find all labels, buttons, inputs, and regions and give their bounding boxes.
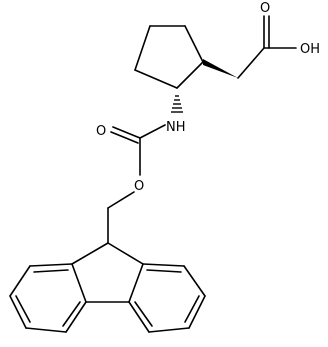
amide-nh-label: NH — [166, 120, 186, 135]
carbonyl-o-label: O — [260, 1, 270, 16]
fluorene-right-ring — [128, 263, 206, 333]
cyclopentane-ring — [134, 25, 204, 89]
fluorene-five-ring — [71, 242, 144, 303]
fluorene-left-ring — [9, 263, 87, 333]
nh-to-carbonyl-bond — [139, 124, 166, 139]
carbonyl-double-bond — [263, 15, 270, 49]
carbamate-double-bond — [110, 126, 141, 144]
ch2-to-cooh-bond — [237, 47, 265, 79]
hashed-bond — [171, 95, 183, 113]
hydroxyl-label: OH — [300, 42, 320, 57]
carbamate-o-label: O — [96, 124, 106, 139]
ester-o-to-ch2-bond — [107, 191, 135, 209]
ester-o-label: O — [134, 179, 144, 194]
wedge-bond — [203, 59, 238, 78]
